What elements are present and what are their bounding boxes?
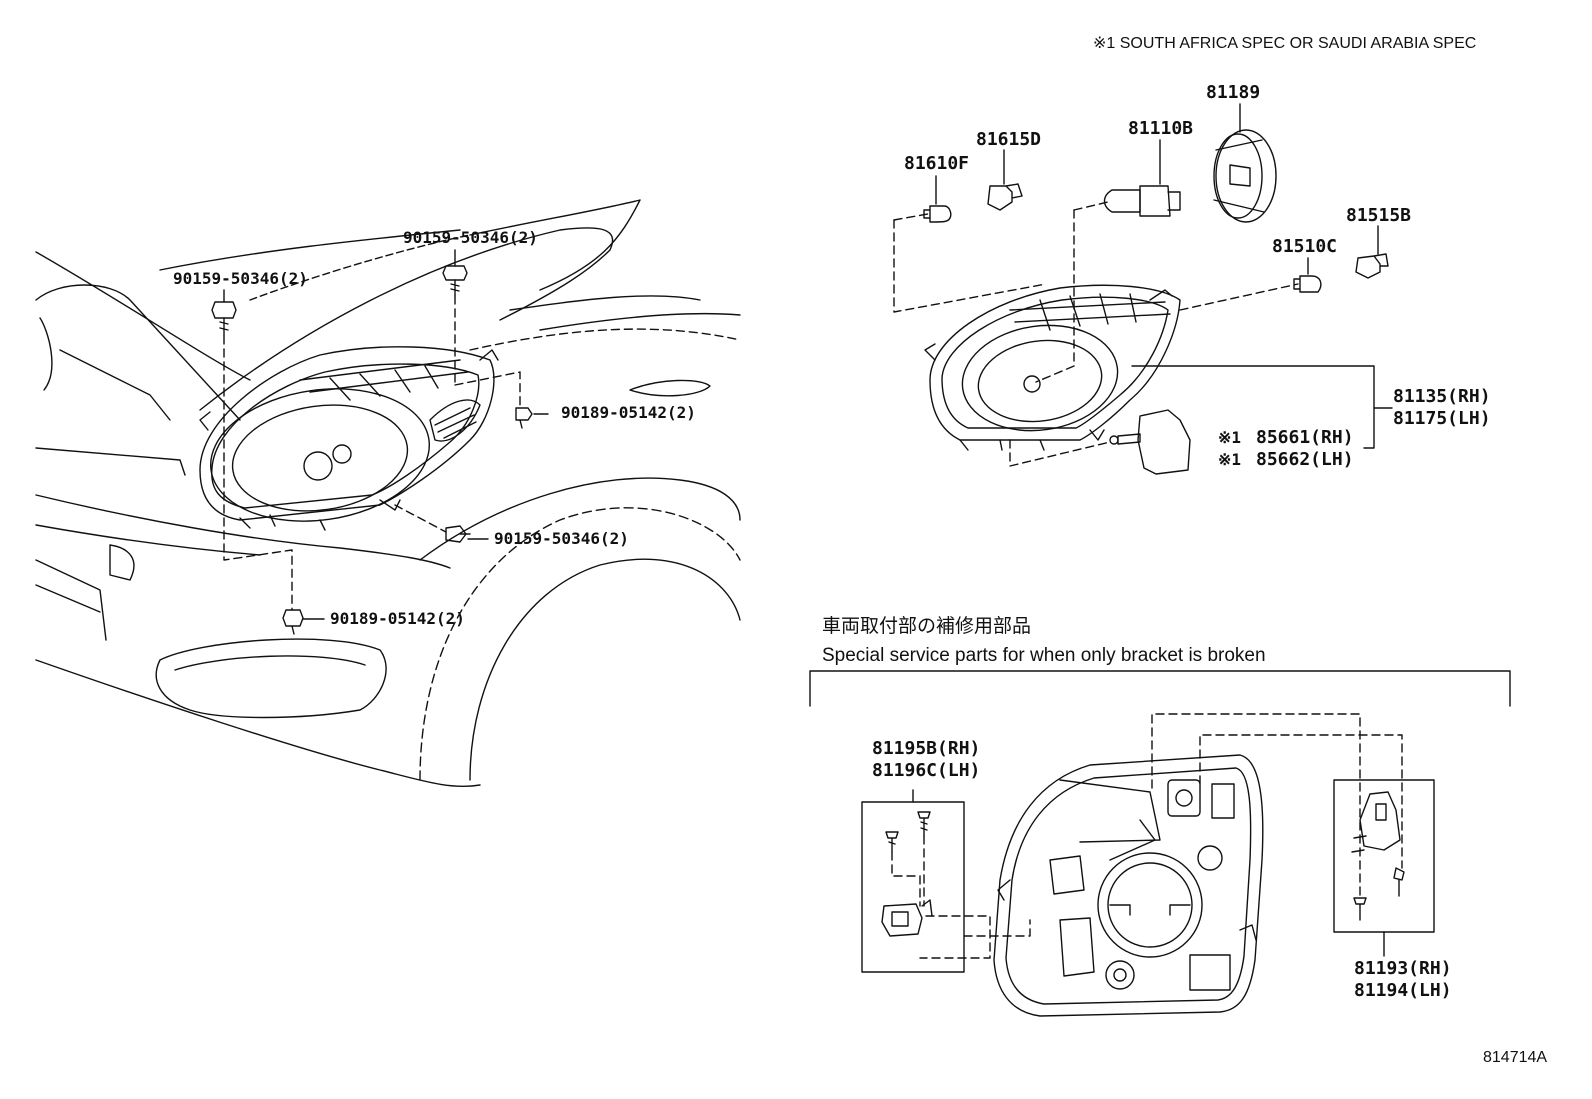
label-85662-lh: 85662(LH)	[1256, 449, 1354, 470]
label-90189-05142-lower: 90189-05142(2)	[330, 609, 465, 628]
left-headlamp-assembly	[199, 346, 499, 531]
spec-note: ※1 SOUTH AFRICA SPEC OR SAUDI ARABIA SPE…	[1093, 35, 1477, 52]
left-leader-lines	[223, 249, 549, 620]
vehicle-body-outline	[35, 199, 741, 788]
label-81175-lh: 81175(LH)	[1393, 408, 1491, 429]
service-title-english: Special service parts for when only brac…	[822, 645, 1266, 666]
label-81194-lh: 81194(LH)	[1354, 980, 1452, 1001]
label-81510c: 81510C	[1272, 236, 1338, 257]
label-81615d: 81615D	[976, 129, 1042, 150]
service-title-japanese: 車両取付部の補修用部品	[822, 616, 1032, 637]
label-81193-rh: 81193(RH)	[1354, 958, 1452, 979]
label-mark-85662: ※1	[1218, 450, 1242, 469]
service-bracket-outline	[809, 670, 1511, 973]
label-90159-50346-top: 90159-50346(2)	[403, 228, 538, 247]
label-85661-rh: 85661(RH)	[1256, 427, 1354, 448]
figure-id: 814714A	[1483, 1049, 1548, 1066]
right-bulbs	[923, 129, 1389, 475]
label-90159-50346-left: 90159-50346(2)	[173, 269, 308, 288]
headlamp-rear-view	[993, 754, 1264, 1017]
service-leader-lines	[891, 713, 1403, 959]
label-81610f: 81610F	[904, 153, 970, 174]
label-81515b: 81515B	[1346, 205, 1412, 226]
right-leader-lines	[893, 103, 1393, 467]
label-81135-rh: 81135(RH)	[1393, 386, 1491, 407]
label-81196c-lh: 81196C(LH)	[872, 760, 981, 781]
label-mark-85661: ※1	[1218, 428, 1242, 447]
right-headlamp-assembly	[924, 284, 1181, 451]
label-81189: 81189	[1206, 82, 1261, 103]
label-90159-50346-lower: 90159-50346(2)	[494, 529, 629, 548]
left-fasteners	[211, 265, 533, 635]
label-81110b: 81110B	[1128, 118, 1194, 139]
label-90189-05142-right: 90189-05142(2)	[561, 403, 696, 422]
label-81195b-rh: 81195B(RH)	[872, 738, 981, 759]
